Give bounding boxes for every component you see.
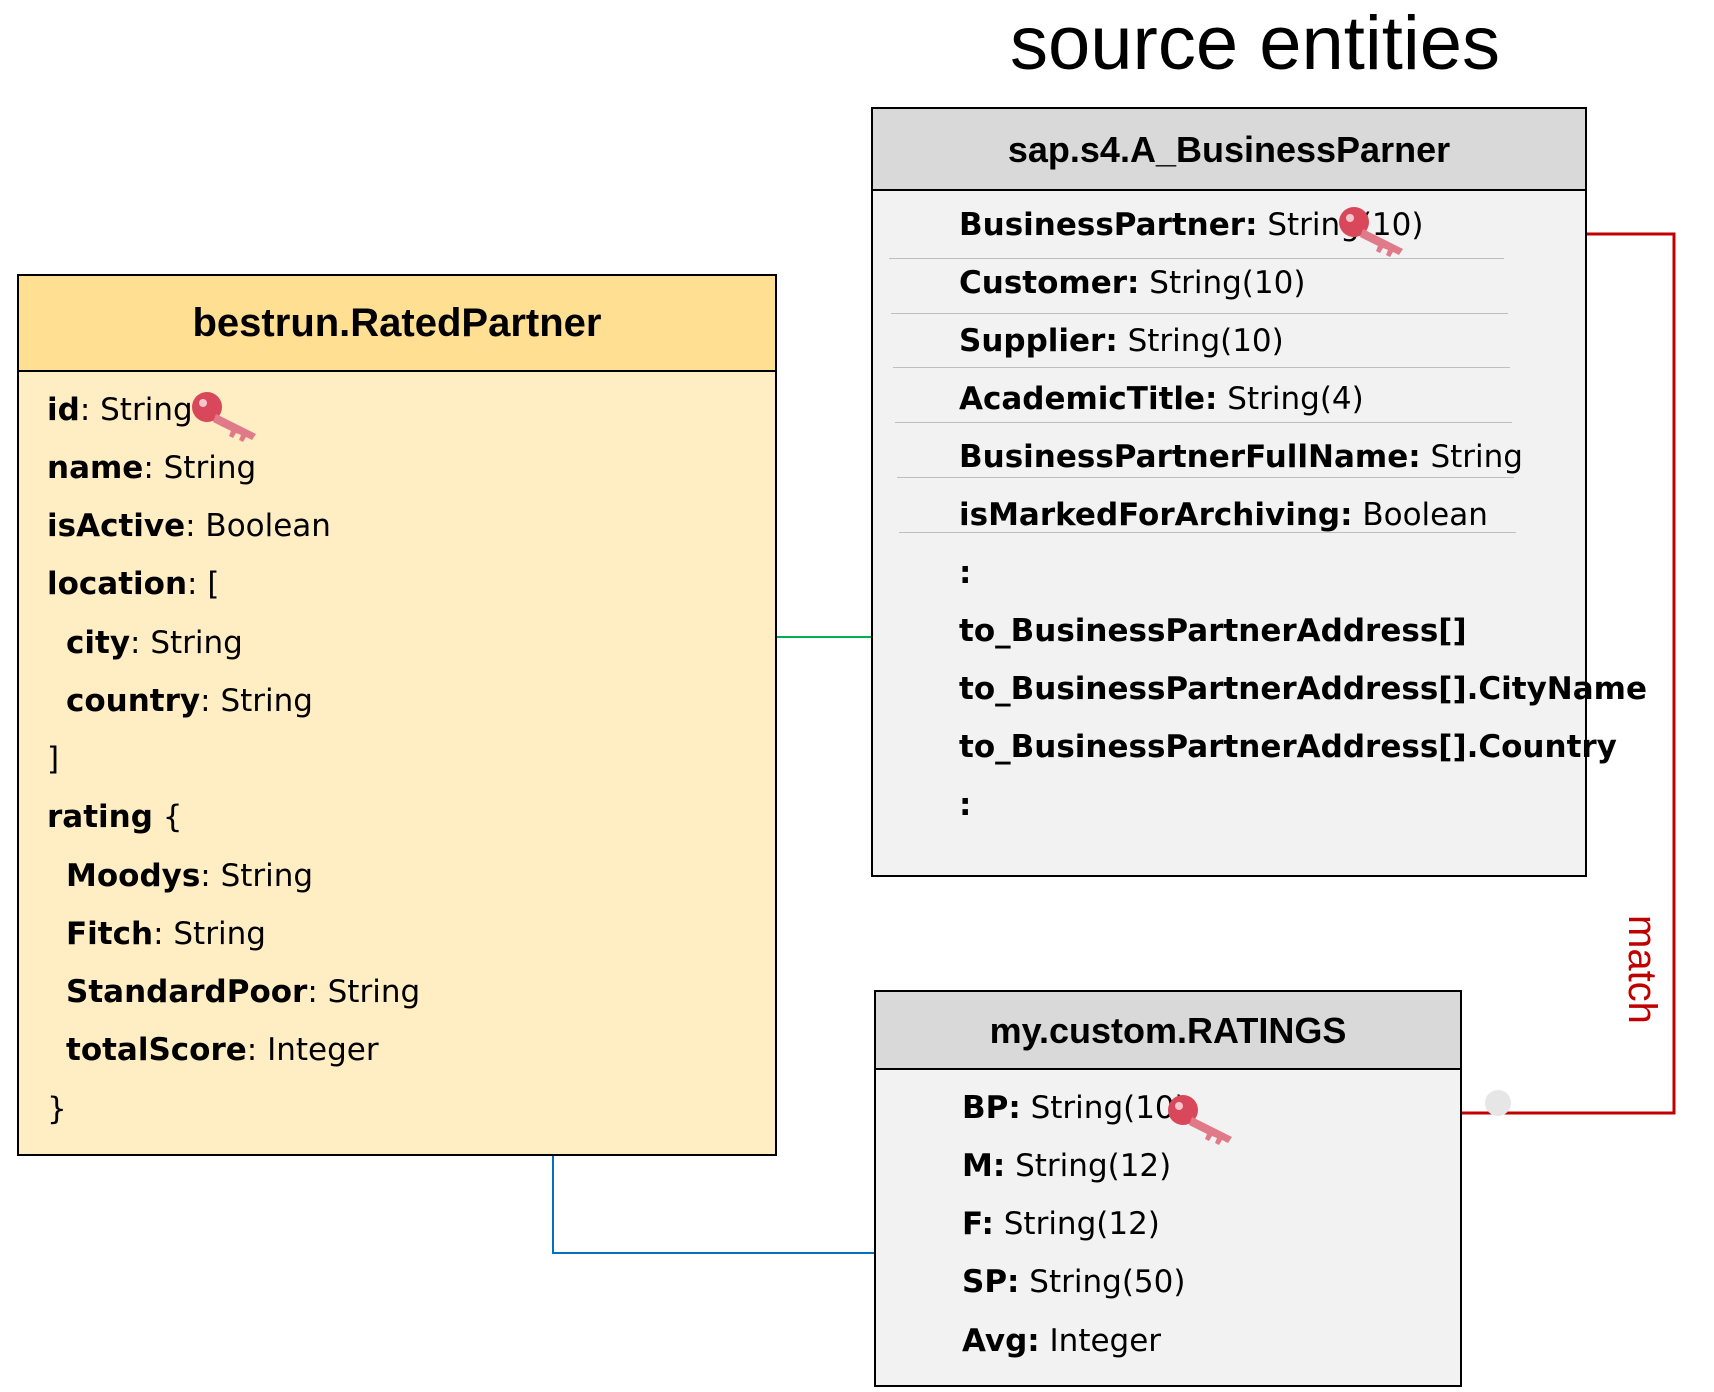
key-icon <box>192 392 256 442</box>
business-partner-title: sap.s4.A_BusinessParner <box>873 109 1585 191</box>
field-row: StandardPoor: String <box>66 974 421 1010</box>
ratings-title: my.custom.RATINGS <box>876 992 1460 1070</box>
field-row: country: String <box>66 683 313 719</box>
field-row: BP: String(10) <box>962 1090 1187 1126</box>
field-row: ] <box>47 741 60 777</box>
rated-partner-title: bestrun.RatedPartner <box>19 276 775 372</box>
row-divider <box>897 477 1514 478</box>
field-row: : <box>959 787 972 823</box>
field-row: rating { <box>47 799 183 835</box>
field-row: totalScore: Integer <box>66 1032 379 1068</box>
field-row: to_BusinessPartnerAddress[].Country <box>959 729 1617 765</box>
field-row: name: String <box>47 450 257 486</box>
field-row: id: String <box>47 392 193 428</box>
field-row: SP: String(50) <box>962 1264 1186 1300</box>
row-divider <box>891 313 1508 314</box>
row-divider <box>899 532 1516 533</box>
connection-handle[interactable] <box>1485 1090 1511 1116</box>
row-divider <box>893 367 1510 368</box>
row-divider <box>889 258 1504 259</box>
match-label: match <box>1620 915 1664 1024</box>
ratings-entity[interactable]: my.custom.RATINGS BP: String(10) M: Stri… <box>874 990 1462 1387</box>
field-row: Customer: String(10) <box>959 265 1306 301</box>
field-row: city: String <box>66 625 243 661</box>
key-icon <box>1339 207 1403 257</box>
field-row: : <box>959 555 972 591</box>
field-row: isActive: Boolean <box>47 508 331 544</box>
field-row: to_BusinessPartnerAddress[] <box>959 613 1467 649</box>
field-row: Moodys: String <box>66 858 314 894</box>
field-row: } <box>47 1091 67 1127</box>
field-row: Supplier: String(10) <box>959 323 1284 359</box>
field-row: F: String(12) <box>962 1206 1160 1242</box>
rated-partner-entity[interactable]: bestrun.RatedPartner id: String name: St… <box>17 274 777 1156</box>
field-row: to_BusinessPartnerAddress[].CityName <box>959 671 1647 707</box>
field-row: location: [ <box>47 566 220 602</box>
field-row: Fitch: String <box>66 916 266 952</box>
business-partner-entity[interactable]: sap.s4.A_BusinessParner BusinessPartner:… <box>871 107 1647 877</box>
field-row: isMarkedForArchiving: Boolean <box>959 497 1488 533</box>
field-row: Avg: Integer <box>962 1323 1162 1359</box>
key-icon <box>1168 1095 1232 1145</box>
field-row: AcademicTitle: String(4) <box>959 381 1364 417</box>
diagram-title: source entities <box>1009 1 1501 86</box>
row-divider <box>895 422 1512 423</box>
field-row: M: String(12) <box>962 1148 1172 1184</box>
field-row: BusinessPartnerFullName: String <box>959 439 1523 475</box>
